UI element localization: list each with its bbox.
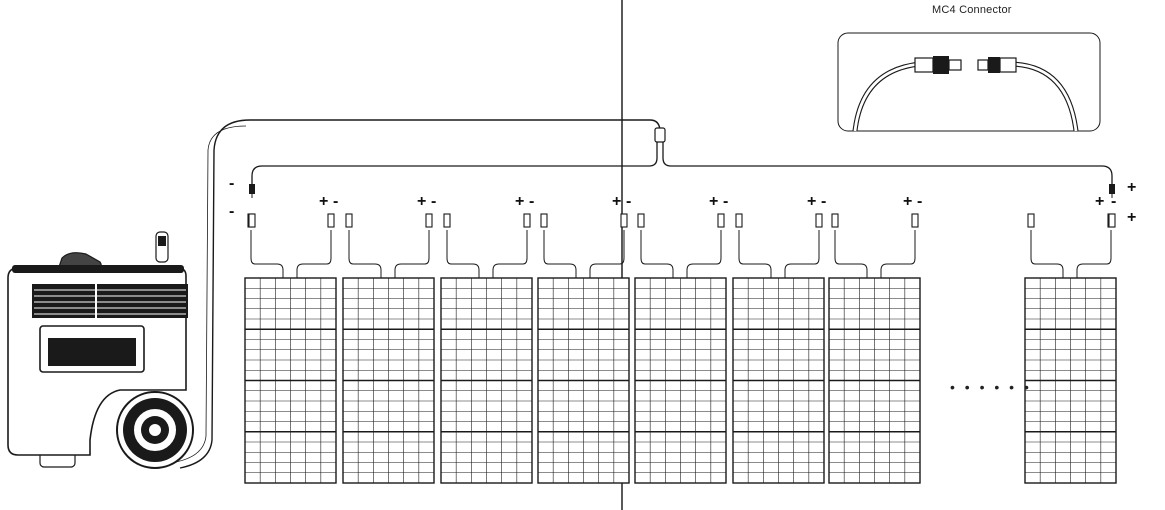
panel-minus-label: - [626,193,632,210]
panel-plus-label: + [612,193,622,210]
string-positive-end-connector [1108,213,1116,228]
string-negative-end-connector [248,213,256,228]
right-positive-label-top: + [1127,179,1137,196]
panel-negative-connector [1027,213,1035,228]
power-station [7,231,194,469]
panel-positive-connector [717,213,725,228]
solar-panel [732,277,825,484]
solar-panel [1024,277,1117,484]
solar-panel [537,277,630,484]
panel-minus-label: - [431,193,437,210]
panel-plus-label: + [515,193,525,210]
panel-positive-connector [815,213,823,228]
panel-lead-wires [348,230,430,278]
panel-lead-wires [446,230,528,278]
solar-panel [440,277,533,484]
panel-positive-connector [620,213,628,228]
panel-lead-wires [834,230,916,278]
panel-lead-wires [543,230,625,278]
panel-minus-label: - [1111,193,1117,210]
main-cable [179,119,661,469]
connector-caption: MC4 Connector [932,4,1012,16]
left-negative-label-bottom: - [229,203,235,220]
panel-negative-connector [443,213,451,228]
right-positive-label-bottom: + [1127,209,1137,226]
panel-plus-label: + [1095,193,1105,210]
panel-positive-connector [523,213,531,228]
panel-minus-label: - [333,193,339,210]
panel-negative-connector [345,213,353,228]
panel-plus-label: + [417,193,427,210]
main-cable-inner [175,125,247,463]
panel-plus-label: + [903,193,913,210]
mc4-connector-inset [837,32,1101,132]
solar-panel [342,277,435,484]
branch-cable-right [662,142,1113,185]
branch-connector-right [1109,184,1115,198]
panel-plus-label: + [807,193,817,210]
panel-positive-connector [327,213,335,228]
panel-positive-connector [425,213,433,228]
panel-negative-connector [540,213,548,228]
panel-lead-wires [250,230,332,278]
solar-panel [244,277,337,484]
panel-minus-label: - [529,193,535,210]
panel-minus-label: - [821,193,827,210]
panel-negative-connector [735,213,743,228]
splitter-box [654,127,666,143]
solar-panel [828,277,921,484]
panel-lead-wires [738,230,820,278]
panel-minus-label: - [917,193,923,210]
branch-connector-left [249,184,255,198]
panel-lead-wires [640,230,722,278]
panel-negative-connector [831,213,839,228]
panel-plus-label: + [709,193,719,210]
panel-plus-label: + [319,193,329,210]
panel-lead-wires [1030,230,1112,278]
panel-minus-label: - [723,193,729,210]
branch-cable-left [251,142,658,185]
left-negative-label-top: - [229,175,235,192]
solar-panel [634,277,727,484]
panel-positive-connector [911,213,919,228]
panel-negative-connector [637,213,645,228]
more-panels-ellipsis: • • • • • • [950,379,1032,395]
